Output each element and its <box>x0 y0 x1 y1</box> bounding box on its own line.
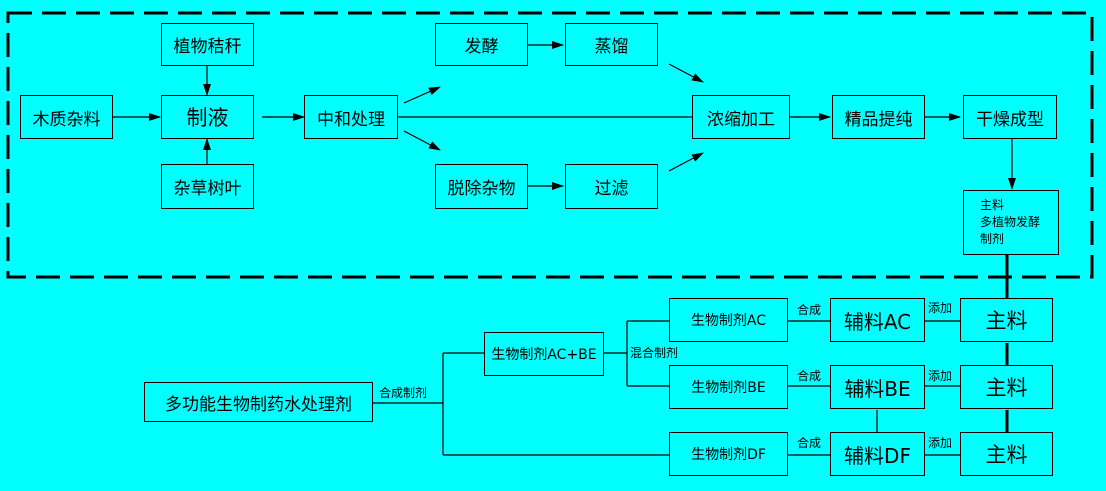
node-make-liquid: 制液 <box>161 95 254 139</box>
node-aux-ac: 辅料AC <box>830 298 925 342</box>
main-product-line-2: 多植物发酵 <box>980 215 1041 229</box>
node-source: 多功能生物制药水处理剂 <box>144 382 373 422</box>
node-bio-be: 生物制剂BE <box>669 365 788 409</box>
label-mix-agent: 混合制剂 <box>630 346 679 360</box>
label-synth-ac: 合成 <box>797 303 822 317</box>
label-add-ac: 添加 <box>928 301 953 315</box>
node-refine: 精品提纯 <box>832 95 925 139</box>
process-boundary <box>6 11 1094 279</box>
node-main-df: 主料 <box>960 432 1053 476</box>
node-concentrate: 浓缩加工 <box>692 95 790 139</box>
node-aux-df: 辅料DF <box>830 432 925 476</box>
node-bio-acbe: 生物制剂AC+BE <box>484 332 604 376</box>
node-ferment: 发酵 <box>435 23 528 66</box>
node-main-product: 主料 多植物发酵 制剂 <box>963 190 1059 255</box>
node-aux-be: 辅料BE <box>830 365 925 409</box>
label-add-be: 添加 <box>928 369 953 383</box>
label-synth-df: 合成 <box>797 436 822 450</box>
node-neutralize: 中和处理 <box>304 95 398 139</box>
node-bio-df: 生物制剂DF <box>669 432 788 476</box>
node-main-be: 主料 <box>960 365 1053 409</box>
node-filter: 过滤 <box>565 164 658 209</box>
label-synth-agent: 合成制剂 <box>379 386 428 400</box>
node-main-ac: 主料 <box>960 298 1053 342</box>
label-add-df: 添加 <box>928 436 953 450</box>
node-straw: 植物秸秆 <box>161 23 254 66</box>
node-bio-ac: 生物制剂AC <box>669 298 788 342</box>
node-remove-impurities: 脱除杂物 <box>435 164 528 209</box>
node-raw-wood: 木质杂料 <box>20 95 113 139</box>
node-weeds-leaves: 杂草树叶 <box>161 164 254 209</box>
node-distill: 蒸馏 <box>565 23 658 66</box>
label-synth-be: 合成 <box>797 369 822 383</box>
main-product-line-3: 制剂 <box>980 232 1005 246</box>
node-dry-form: 干燥成型 <box>963 95 1057 139</box>
main-product-line-1: 主料 <box>980 198 1005 212</box>
